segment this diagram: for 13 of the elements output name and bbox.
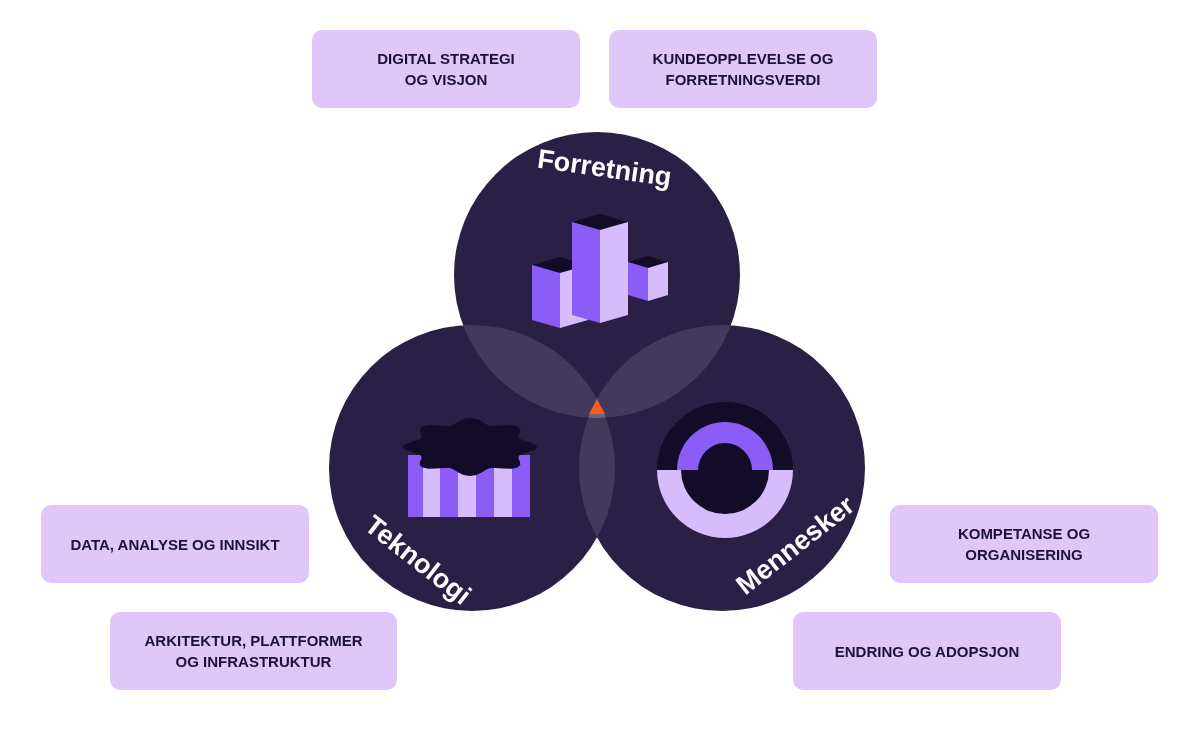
topic-label: KUNDEOPPLEVELSE OG FORRETNINGSVERDI: [651, 49, 835, 90]
topic-label: ARKITEKTUR, PLATTFORMER OG INFRASTRUKTUR: [143, 631, 364, 672]
topic-card: [110, 612, 397, 690]
topic-card: [793, 612, 1061, 690]
topic-label: DIGITAL STRATEGI OG VISJON: [376, 49, 516, 90]
topic-label: ENDRING OG ADOPSJON: [834, 641, 1020, 662]
topic-card: [609, 30, 877, 108]
topic-card: [312, 30, 580, 108]
topic-card: [41, 505, 309, 583]
topic-card: [890, 505, 1158, 583]
circle-title: Forretning: [535, 143, 674, 194]
topic-label: DATA, ANALYSE OG INNSIKT: [70, 534, 280, 555]
topic-label: KOMPETANSE OG ORGANISERING: [956, 524, 1092, 565]
